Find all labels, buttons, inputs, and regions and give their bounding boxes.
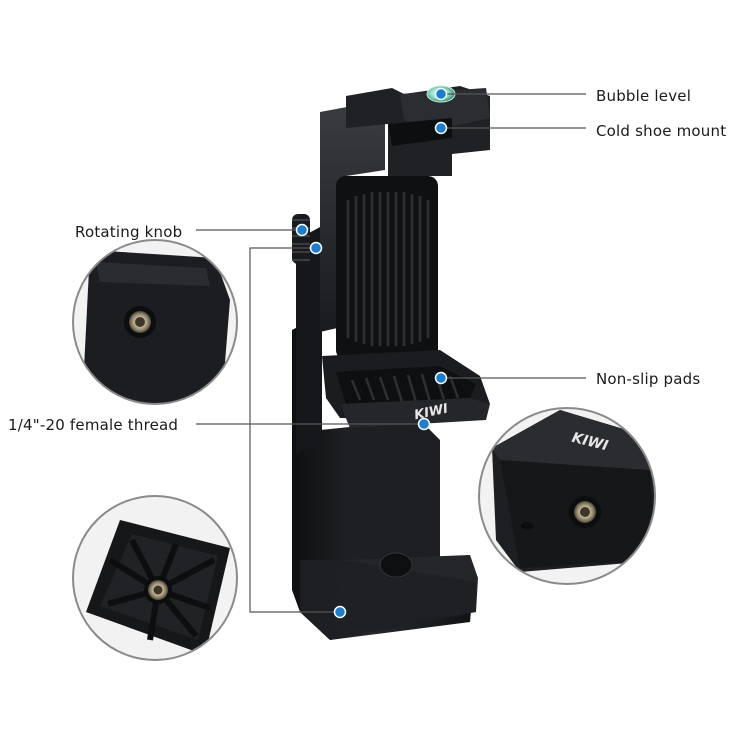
- marker-cold-shoe: [434, 121, 448, 135]
- label-rotating-knob: Rotating knob: [75, 223, 183, 241]
- label-cold-shoe-mount: Cold shoe mount: [596, 122, 727, 140]
- label-female-thread: 1/4"-20 female thread: [8, 416, 179, 434]
- ribbed-grip-pad: [346, 192, 430, 346]
- marker-rotating-knob: [295, 223, 309, 237]
- leader-lines: [196, 93, 586, 613]
- rotating-knob: [292, 214, 310, 264]
- marker-knob-side: [309, 241, 323, 255]
- label-bubble-level: Bubble level: [596, 87, 692, 105]
- marker-base: [333, 605, 347, 619]
- zoom-detail-right: KIWI: [478, 407, 656, 585]
- label-non-slip-pads: Non-slip pads: [596, 370, 701, 388]
- zoom-detail-bottom-left: [72, 495, 238, 661]
- phone-holder-body: KIWI: [292, 85, 490, 640]
- brand-logo: KIWI: [413, 402, 450, 424]
- marker-bubble-level: [434, 87, 448, 101]
- lower-grip-pad: [350, 373, 460, 403]
- marker-dots: [295, 87, 448, 619]
- zoom-detail-top-left: [72, 239, 238, 405]
- marker-non-slip-pads: [434, 371, 448, 385]
- marker-female-thread: [417, 417, 431, 431]
- base-button: [379, 552, 413, 578]
